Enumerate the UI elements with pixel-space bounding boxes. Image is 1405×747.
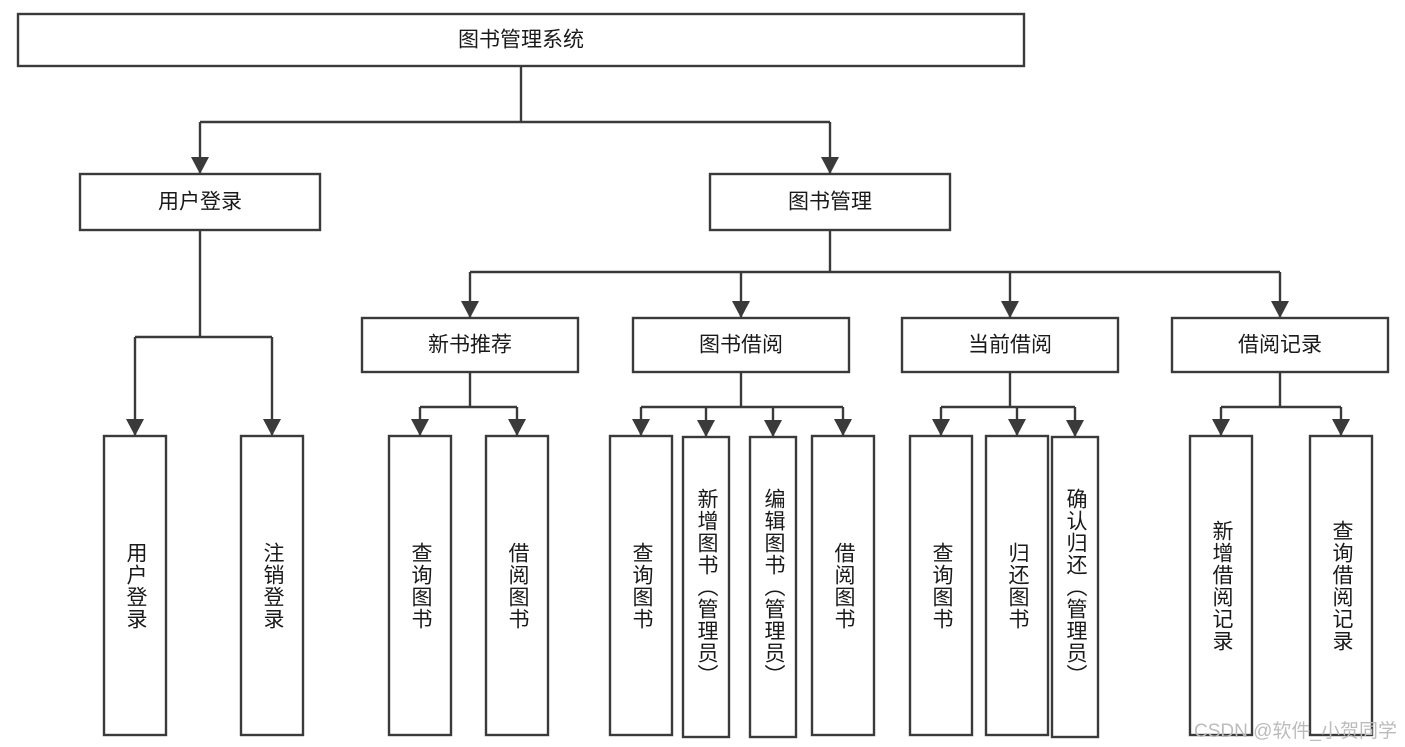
node-level3-box-3[interactable] (1170, 316, 1390, 374)
node-leaf-box-5[interactable] (681, 435, 731, 739)
node-level2-box-1[interactable] (708, 172, 952, 232)
arrow-head-icon (1332, 419, 1350, 436)
node-root-box[interactable] (16, 12, 1026, 68)
node-leaf-box-4[interactable] (608, 434, 674, 737)
node-root-label: 图书管理系统 (458, 29, 584, 52)
arrow-head-icon (732, 301, 750, 318)
arrow-head-icon (632, 419, 650, 436)
arrow-head-icon (834, 419, 852, 436)
watermark-label: CSDN @软件_小贺同学 (1194, 721, 1397, 742)
node-leaf-box-8[interactable] (908, 434, 974, 737)
arrow-head-icon (764, 420, 782, 437)
node-level2-box-0[interactable] (78, 172, 322, 232)
arrow-head-icon (191, 157, 209, 174)
node-leaf-box-11[interactable] (1188, 434, 1254, 737)
arrow-head-icon (411, 419, 429, 436)
node-leaf-box-7[interactable] (810, 434, 876, 737)
arrow-head-icon (1008, 419, 1026, 436)
node-level3-label-1: 图书借阅 (699, 334, 783, 357)
node-leaf-box-6[interactable] (748, 435, 798, 739)
arrow-head-icon (461, 301, 479, 318)
node-leaf-box-2[interactable] (387, 434, 453, 737)
node-leaf-box-10[interactable] (1050, 435, 1100, 739)
node-level2-label-0: 用户登录 (158, 191, 242, 214)
arrow-head-icon (821, 157, 839, 174)
arrow-head-icon (1271, 301, 1289, 318)
node-leaf-box-12[interactable] (1308, 434, 1374, 737)
node-level2-label-1: 图书管理 (788, 191, 872, 214)
node-level3-label-3: 借阅记录 (1238, 334, 1322, 357)
node-boxes (16, 12, 1390, 739)
node-level3-box-2[interactable] (900, 316, 1120, 374)
node-level3-box-1[interactable] (631, 316, 851, 374)
node-level3-box-0[interactable] (360, 316, 580, 374)
node-leaf-box-1[interactable] (239, 434, 305, 737)
arrow-head-icon (1066, 420, 1084, 437)
node-leaf-box-3[interactable] (484, 434, 550, 737)
connector-lines (126, 66, 1350, 437)
node-leaf-box-9[interactable] (984, 434, 1050, 737)
arrow-head-icon (126, 419, 144, 436)
arrow-head-icon (508, 419, 526, 436)
arrow-head-icon (1212, 419, 1230, 436)
arrow-head-icon (263, 419, 281, 436)
node-leaf-box-0[interactable] (102, 434, 168, 737)
arrow-head-icon (1001, 301, 1019, 318)
node-level3-label-0: 新书推荐 (428, 334, 512, 357)
arrow-head-icon (932, 419, 950, 436)
arrow-head-icon (697, 420, 715, 437)
node-level3-label-2: 当前借阅 (968, 334, 1052, 357)
